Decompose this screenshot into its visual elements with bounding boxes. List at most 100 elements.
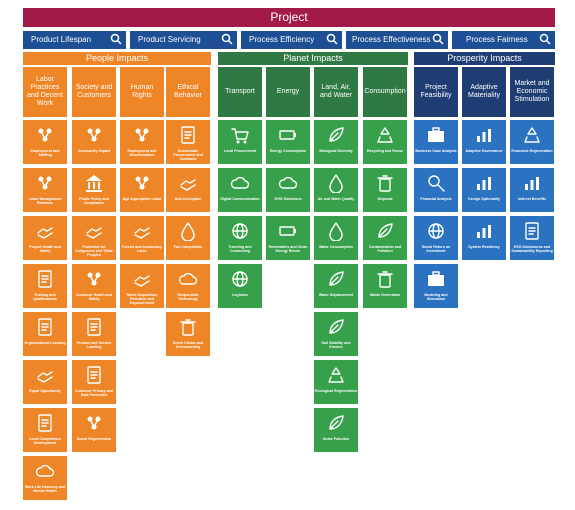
impact-tile[interactable]: Soil Stability and Erosion: [314, 312, 358, 356]
impact-tile[interactable]: Ecological Regeneration: [314, 360, 358, 404]
impact-tile-label: Modeling and Simulation: [424, 293, 448, 302]
impact-tile[interactable]: GHG Emissions: [266, 168, 310, 212]
impact-tile[interactable]: Organizational Learning: [23, 312, 67, 356]
impact-tile[interactable]: Traveling and Commuting: [218, 216, 262, 260]
impact-tile-label: Adaptive Governance: [465, 149, 503, 153]
impact-tile[interactable]: Public Policy and Compliance: [72, 168, 116, 212]
impact-tile[interactable]: Modeling and Simulation: [414, 264, 458, 308]
impact-tile[interactable]: Work Life Harmony and Mental Health: [23, 456, 67, 500]
impact-tile-label: Renewables and Clean Energy Return: [268, 245, 308, 254]
impact-tile-label: Equal Opportunity: [29, 389, 61, 393]
impact-tile[interactable]: Waste Generation: [363, 264, 407, 308]
impact-tile[interactable]: Social Return on Investment: [414, 216, 458, 260]
equal-opportunity-icon: [37, 371, 53, 383]
impact-tile-label: Project Health and Safety: [29, 245, 61, 254]
impact-tile[interactable]: Water Consumption: [314, 216, 358, 260]
category-prosperity-impacts: Prosperity Impacts: [414, 52, 555, 65]
impact-tile[interactable]: Training and Qualifications: [23, 264, 67, 308]
health-safety-icon: [37, 227, 53, 239]
process-process-effectiveness[interactable]: Process Effectiveness: [346, 31, 448, 49]
impact-tile[interactable]: Sustainable Procurement and Contracts: [166, 120, 210, 164]
impact-tile-label: Public Policy and Compliance: [79, 197, 109, 206]
impact-tile[interactable]: Anti-Corruption: [166, 168, 210, 212]
impact-tile[interactable]: Financial Analysis: [414, 168, 458, 212]
impact-tile[interactable]: Local Procurement: [218, 120, 262, 164]
process-process-efficiency[interactable]: Process Efficiency: [241, 31, 342, 49]
impact-tile[interactable]: Equal Opportunity: [23, 360, 67, 404]
column-header: Market and Economic Stimulation: [510, 67, 554, 117]
search-icon: [221, 33, 233, 45]
impact-tile[interactable]: Employment and Staffing: [23, 120, 67, 164]
impact-tile-label: Local Procurement: [223, 149, 257, 153]
impact-tile[interactable]: Water Displacement: [314, 264, 358, 308]
impact-tile-label: Social Regeneration: [76, 437, 112, 441]
impact-tile[interactable]: Design Optionality: [462, 168, 506, 212]
impact-tile-label: Forced and Involuntary Labor: [122, 245, 162, 254]
impact-tile[interactable]: ESG Disclosures and Sustainability Repor…: [510, 216, 554, 260]
search-icon: [539, 33, 551, 45]
impact-tile[interactable]: Customer Privacy and Data Protection: [72, 360, 116, 404]
impact-tile[interactable]: Community Impact: [72, 120, 116, 164]
impact-tile-label: Training and Qualifications: [33, 293, 57, 302]
contamination-icon: [378, 223, 393, 238]
fair-competition-icon: [181, 222, 195, 241]
impact-tile[interactable]: Project Health and Safety: [23, 216, 67, 260]
impact-tile-label: Local Competence Development: [29, 437, 61, 446]
impact-tile-label: Energy Consumption: [269, 149, 307, 153]
impact-tile[interactable]: Contamination and Pollution: [363, 216, 407, 260]
magnifier-chart-icon: [428, 175, 445, 192]
age-labor-icon: [135, 176, 149, 190]
impact-tile[interactable]: System Resiliency: [462, 216, 506, 260]
search-icon: [432, 33, 444, 45]
impact-tile[interactable]: Economic Regeneration: [510, 120, 554, 164]
impact-tile-label: Traveling and Commuting: [228, 245, 252, 254]
social-regeneration-icon: [87, 416, 101, 430]
responsible-tech-icon: [178, 272, 198, 285]
impact-tile[interactable]: Local Competence Development: [23, 408, 67, 452]
search-icon: [326, 33, 338, 45]
impact-tile-label: Design Optionality: [468, 197, 500, 201]
impact-tile[interactable]: Biological Diversity: [314, 120, 358, 164]
process-process-fairness[interactable]: Process Fairness: [452, 31, 555, 49]
column-header: Labor Practices and Decent Work: [23, 67, 67, 117]
category-people-impacts: People Impacts: [23, 52, 211, 65]
impact-tile[interactable]: Business Case Analysis: [414, 120, 458, 164]
impact-tile[interactable]: Product and Service Labeling: [72, 312, 116, 356]
impact-tile-label: Noise Pollution: [322, 437, 350, 441]
impact-tile[interactable]: Customer Health and Safety: [72, 264, 116, 308]
anti-corruption-icon: [180, 179, 196, 191]
impact-tile[interactable]: Fair Competition: [166, 216, 210, 260]
impact-tile[interactable]: Digital Communication: [218, 168, 262, 212]
impact-tile[interactable]: Age Appropriate Labor: [120, 168, 164, 212]
impact-tile[interactable]: Logistics: [218, 264, 262, 308]
waste-bin-icon: [377, 271, 393, 288]
impact-tile[interactable]: Renewables and Clean Energy Return: [266, 216, 310, 260]
impact-tile[interactable]: Indirect Benefits: [510, 168, 554, 212]
process-product-servicing[interactable]: Product Servicing: [130, 31, 237, 49]
impact-tile[interactable]: Disposal: [363, 168, 407, 212]
impact-tile[interactable]: Air and Water Quality: [314, 168, 358, 212]
impact-tile-label: Biological Diversity: [319, 149, 353, 153]
project-title-bar: Project: [23, 8, 555, 27]
report-icon: [525, 222, 539, 240]
impact-tile[interactable]: Adaptive Governance: [462, 120, 506, 164]
impact-tile[interactable]: Energy Consumption: [266, 120, 310, 164]
impact-tile[interactable]: Social Regeneration: [72, 408, 116, 452]
process-product-lifespan[interactable]: Product Lifespan: [23, 31, 126, 49]
impact-tile[interactable]: Responsible Technology: [166, 264, 210, 308]
impact-tile[interactable]: Labor Management Relations: [23, 168, 67, 212]
recycling-icon: [377, 127, 393, 143]
paint-bucket-icon: [180, 319, 196, 336]
process-label: Process Efficiency: [249, 35, 315, 44]
impact-tile[interactable]: Green Claims and Greenwashing: [166, 312, 210, 356]
impact-tile[interactable]: Noise Pollution: [314, 408, 358, 452]
impact-tile[interactable]: Forced and Involuntary Labor: [120, 216, 164, 260]
process-label: Process Effectiveness: [352, 35, 431, 44]
briefcase-icon: [428, 127, 444, 142]
impact-tile[interactable]: Recycling and Reuse: [363, 120, 407, 164]
impact-tile[interactable]: Talent Acquisition, Retention and Empowe…: [120, 264, 164, 308]
impact-tile-label: Age Appropriate Labor: [122, 197, 162, 201]
impact-tile-label: Employment and Discrimination: [127, 149, 157, 158]
impact-tile[interactable]: Protection for Indigenous and Tribal Peo…: [72, 216, 116, 260]
impact-tile[interactable]: Employment and Discrimination: [120, 120, 164, 164]
